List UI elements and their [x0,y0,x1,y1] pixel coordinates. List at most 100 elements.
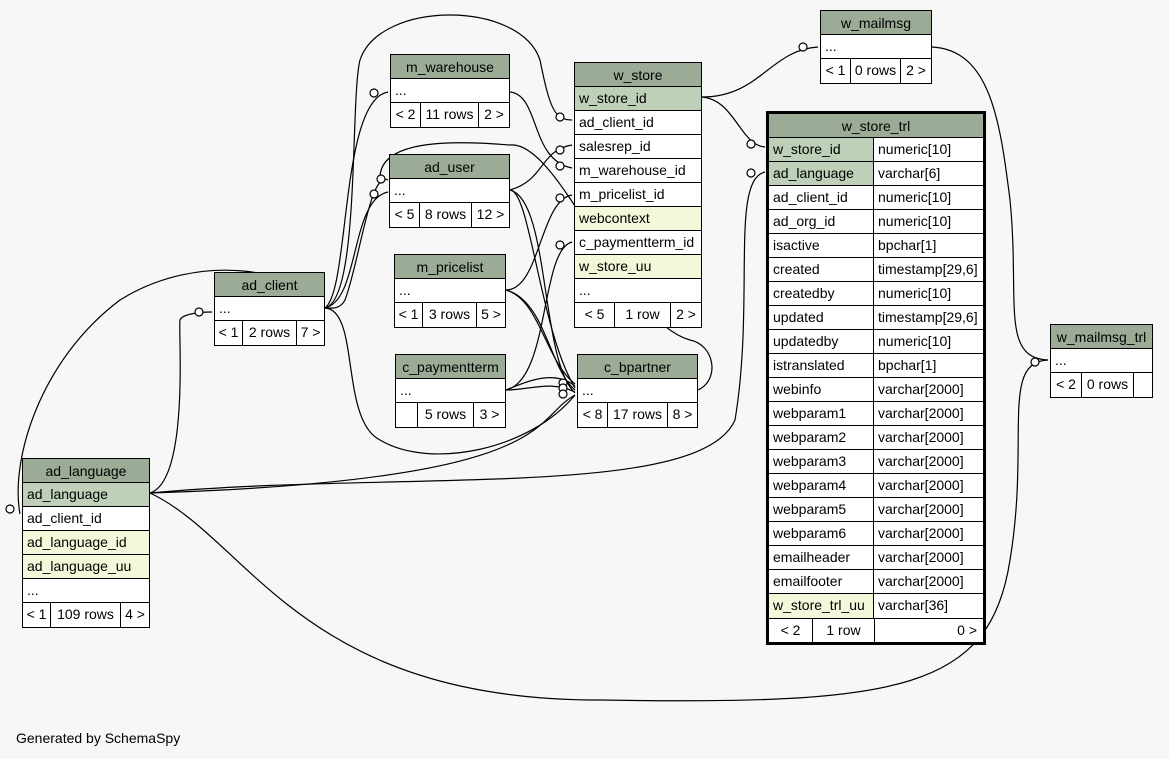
table-title: ad_language [23,459,149,483]
column-cell: ad_client_id [27,510,102,526]
child-count [1134,373,1152,397]
edge-end-marker [369,88,379,98]
row-count: 17 rows [608,403,668,427]
child-count: 0 > [957,622,977,638]
column-name: webinfo [769,378,874,401]
column-name: isactive [769,234,874,257]
column-type: varchar[2000] [878,405,964,421]
row-count: 3 rows [423,303,477,327]
column-type: numeric[10] [878,213,952,229]
edge-w-store-w-store-trl [701,96,766,148]
edge-c-bpartner-ad-language [149,394,576,494]
column-cell: ad_language_id [27,534,127,550]
column-name: emailheader [769,546,874,569]
table-w-mailmsg[interactable]: w_mailmsg ... < 1 0 rows 2 > [820,10,932,84]
column-type: varchar[2000] [878,549,964,565]
parent-count: < 1 [215,321,243,345]
column-type: varchar[36] [878,597,949,613]
table-ad-user[interactable]: ad_user ... < 5 8 rows 12 > [389,154,510,228]
column-cell: m_pricelist_id [579,186,665,202]
edge-ad-user-ad-client [324,178,389,309]
edge-c-bpartner-m-pricelist-2 [505,289,576,385]
column-name: webparam3 [769,450,874,473]
child-count: 8 > [672,406,693,422]
child-count: 5 > [481,306,501,322]
column-type: bpchar[1] [878,357,937,373]
column-cell: ad_client_id [579,114,654,130]
table-ad-language[interactable]: ad_language ad_language ad_client_id ad_… [22,458,150,628]
child-count: 4 > [125,606,145,622]
column-cell: ... [395,82,407,98]
edge-c-bpartner-m-pricelist [505,289,576,391]
row-count: 8 rows [420,203,472,227]
table-footer: 5 rows 3 > [396,403,505,427]
column-cell: ... [1055,352,1067,368]
column-cell: m_warehouse_id [579,162,686,178]
edge-ad-client-c-bpartner [324,307,576,455]
table-footer: < 1 2 rows 7 > [215,321,324,345]
table-m-warehouse[interactable]: m_warehouse ... < 2 11 rows 2 > [390,54,510,128]
column-cell: w_store_id [579,90,647,106]
column-name: created [769,258,874,281]
table-footer: < 1 109 rows 4 > [23,603,149,627]
table-title: ad_user [390,155,509,179]
table-title: w_mailmsg [821,11,931,35]
edge-ad-language-w-store-trl [149,171,766,494]
child-count: 2 > [676,306,696,322]
column-name: w_store_id [769,138,874,161]
table-footer: < 5 1 row 2 > [575,303,701,327]
row-count: 0 rows [1082,373,1134,397]
column-type: varchar[2000] [878,525,964,541]
edge-ad-language-w-mailmsg-trl [149,359,1049,702]
column-name: istranslated [769,354,874,377]
table-m-pricelist[interactable]: m_pricelist ... < 1 3 rows 5 > [394,254,506,328]
column-type: varchar[2000] [878,429,964,445]
table-w-mailmsg-trl[interactable]: w_mailmsg_trl ... < 2 0 rows [1050,324,1153,398]
table-ad-client[interactable]: ad_client ... < 1 2 rows 7 > [214,272,325,346]
table-title: m_pricelist [395,255,505,279]
column-type: timestamp[29,6] [878,261,978,277]
table-title: w_store [575,63,701,87]
table-w-store[interactable]: w_store w_store_id ad_client_id salesrep… [574,62,702,328]
row-count: 1 row [813,619,875,642]
edge-c-bpartner-ad-client-2 [509,189,576,389]
column-name: webparam4 [769,474,874,497]
edge-end-marker [1030,357,1040,367]
column-cell: webcontext [579,210,650,226]
column-name: w_store_trl_uu [769,594,874,618]
column-name: webparam1 [769,402,874,425]
parent-count: < 2 [1051,373,1082,397]
column-type: timestamp[29,6] [878,309,978,325]
column-type: varchar[2000] [878,501,964,517]
row-count: 1 row [615,303,671,327]
edge-end-marker [555,112,565,122]
table-title: w_store_trl [769,114,983,138]
column-type: numeric[10] [878,141,952,157]
column-type: varchar[6] [878,165,941,181]
parent-count: < 1 [23,603,51,627]
column-type: bpchar[1] [878,237,937,253]
column-cell: c_paymentterm_id [579,234,695,250]
table-c-paymentterm[interactable]: c_paymentterm ... 5 rows 3 > [395,354,506,428]
table-footer: < 2 0 rows [1051,373,1152,397]
column-type: numeric[10] [878,189,952,205]
table-c-bpartner[interactable]: c_bpartner ... < 8 17 rows 8 > [577,354,698,428]
edge-end-marker [555,161,565,171]
column-type: varchar[2000] [878,381,964,397]
edge-end-marker [5,504,15,514]
edge-end-marker [555,145,565,155]
child-count: 7 > [300,324,321,340]
